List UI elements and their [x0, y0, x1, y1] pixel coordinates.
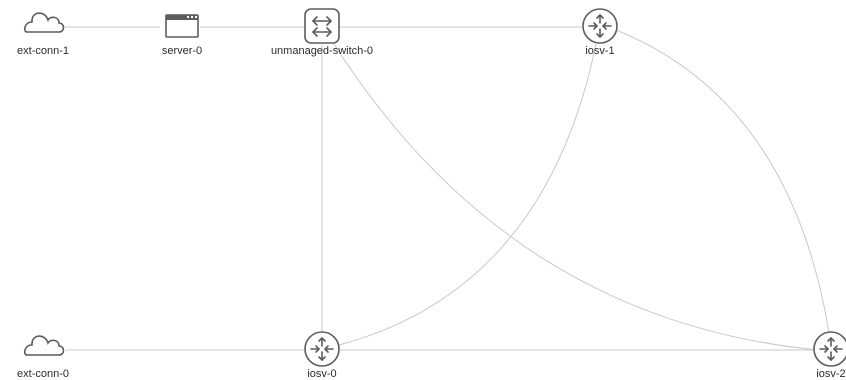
router-icon	[304, 331, 340, 367]
link-iosv-1-iosv-2[interactable]	[615, 29, 830, 333]
router-icon	[582, 8, 618, 44]
node-label: server-0	[162, 45, 202, 57]
node-iosv-1[interactable]: iosv-1	[582, 8, 618, 57]
server-icon	[165, 14, 199, 38]
node-label: iosv-1	[585, 45, 614, 57]
node-label: iosv-0	[307, 368, 336, 380]
node-iosv-2[interactable]: iosv-2	[813, 331, 846, 380]
link-iosv-1-iosv-0[interactable]	[338, 43, 597, 346]
node-label: iosv-2	[816, 368, 845, 380]
links-layer	[60, 26, 830, 351]
node-label: ext-conn-1	[17, 45, 69, 57]
node-ext-conn-1[interactable]: ext-conn-1	[17, 12, 69, 57]
node-label: ext-conn-0	[17, 368, 69, 380]
switch-icon	[304, 8, 340, 44]
cloud-icon	[23, 335, 65, 356]
node-label: unmanaged-switch-0	[271, 45, 373, 57]
node-unmanaged-switch-0[interactable]: unmanaged-switch-0	[271, 8, 373, 57]
node-iosv-0[interactable]: iosv-0	[304, 331, 340, 380]
cloud-icon	[23, 12, 65, 33]
link-unmanaged-switch-0-iosv-2[interactable]	[333, 43, 819, 351]
node-server-0[interactable]: server-0	[162, 14, 202, 57]
router-icon	[813, 331, 846, 367]
node-ext-conn-0[interactable]: ext-conn-0	[17, 335, 69, 380]
